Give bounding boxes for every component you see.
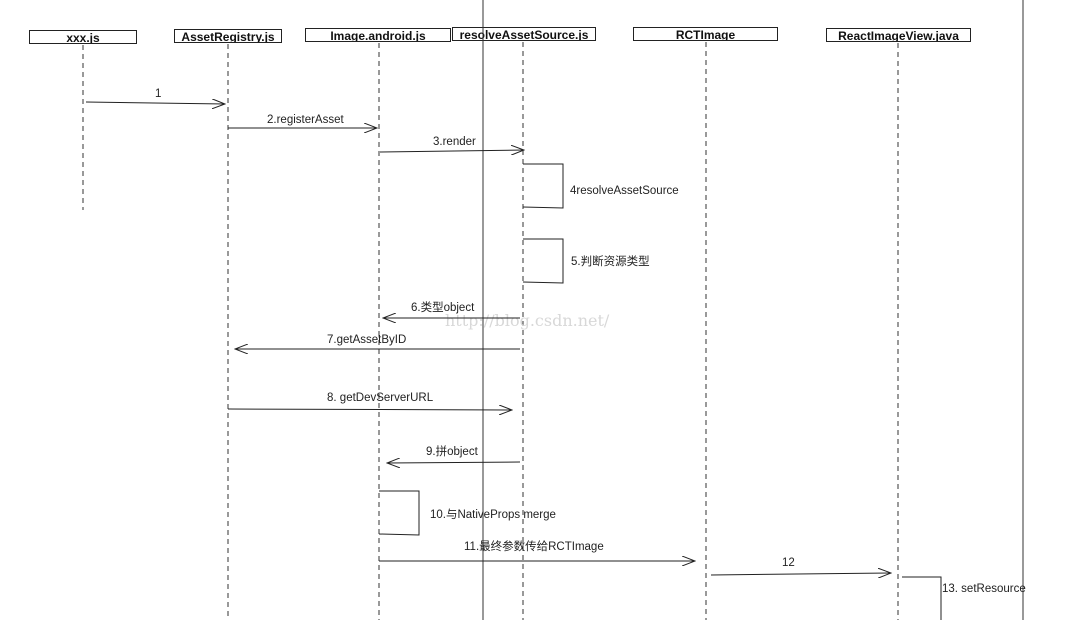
message-label-4: 4resolveAssetSource <box>570 185 679 197</box>
message-self-10 <box>378 490 420 536</box>
message-label-7: 7.getAssetByID <box>327 334 406 346</box>
participant-resolve-asset-source: resolveAssetSource.js <box>452 27 596 41</box>
message-self-5 <box>522 238 564 284</box>
message-label-8: 8. getDevServerURL <box>327 392 434 404</box>
message-label-1: 1 <box>155 88 161 100</box>
message-label-4-name: resolveAssetSource <box>576 185 678 197</box>
message-self-4 <box>522 163 564 209</box>
message-label-3: 3.render <box>433 136 476 148</box>
message-arrow-9 <box>387 462 521 463</box>
participant-xxx-js: xxx.js <box>29 30 137 44</box>
message-label-6: 6.类型object <box>411 300 475 314</box>
watermark: http://blog.csdn.net/ <box>445 311 610 330</box>
message-arrow-12 <box>710 573 891 575</box>
message-arrow-1 <box>85 102 225 104</box>
participant-rct-image: RCTImage <box>633 27 778 41</box>
message-arrow-8 <box>227 409 512 410</box>
message-label-5: 5.判断资源类型 <box>571 254 650 268</box>
message-self-13 <box>902 576 942 620</box>
message-arrow-3 <box>379 150 524 152</box>
message-label-11: 11.最终参数传给RCTImage <box>464 539 604 553</box>
participant-react-image-view: ReactImageView.java <box>826 28 971 42</box>
participant-image-android: Image.android.js <box>305 28 451 42</box>
message-label-9: 9.拼object <box>426 444 479 458</box>
message-label-12: 12 <box>782 557 795 569</box>
message-label-13: 13. setResource <box>942 583 1026 595</box>
message-label-10: 10.与NativeProps merge <box>430 508 556 521</box>
message-label-8-prefix: 8. <box>327 392 340 404</box>
message-label-8-name: getDevServerURL <box>340 392 434 404</box>
message-label-4-prefix: 4 <box>570 185 577 197</box>
message-label-2: 2.registerAsset <box>267 114 345 126</box>
participant-asset-registry: AssetRegistry.js <box>174 29 282 43</box>
